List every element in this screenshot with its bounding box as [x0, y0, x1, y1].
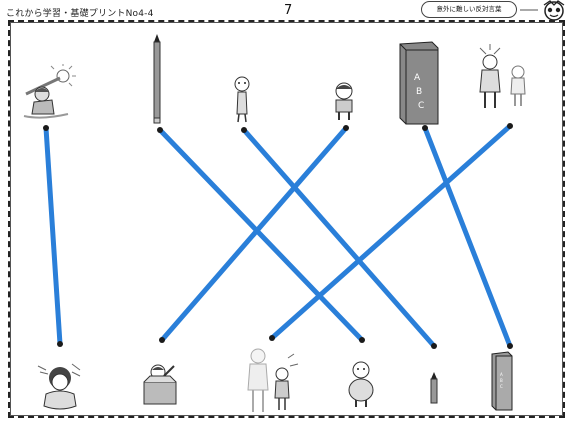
adult-and-small-child-icon — [247, 348, 299, 412]
thick-book-icon: A B C — [399, 41, 439, 125]
short-child-icon — [335, 82, 353, 120]
fat-person-icon — [348, 361, 374, 407]
child-in-box-icon — [143, 364, 177, 405]
worksheet-frame — [8, 20, 565, 418]
cold-child-icon — [37, 363, 81, 410]
thin-book-icon: A B C — [491, 351, 513, 411]
svg-text:A: A — [500, 372, 503, 377]
short-pencil-icon — [430, 372, 438, 404]
long-pencil-icon — [153, 34, 161, 124]
svg-text:B: B — [416, 87, 422, 97]
tall-adult-and-child-icon — [479, 44, 526, 108]
worksheet-title: これから学習・基礎プリントNo4-4 — [6, 9, 154, 19]
svg-text:A: A — [414, 73, 421, 83]
svg-text:C: C — [418, 101, 424, 111]
svg-text:C: C — [500, 384, 503, 389]
topic-bubble: 意外に難しい反対言葉 — [421, 1, 517, 18]
svg-text:B: B — [500, 378, 503, 383]
worksheet-frame-inner — [10, 22, 563, 416]
thin-person-icon — [234, 76, 250, 123]
page-number: 7 — [284, 3, 293, 18]
child-in-sun-icon — [23, 64, 76, 119]
mascot-icon — [520, 0, 565, 21]
